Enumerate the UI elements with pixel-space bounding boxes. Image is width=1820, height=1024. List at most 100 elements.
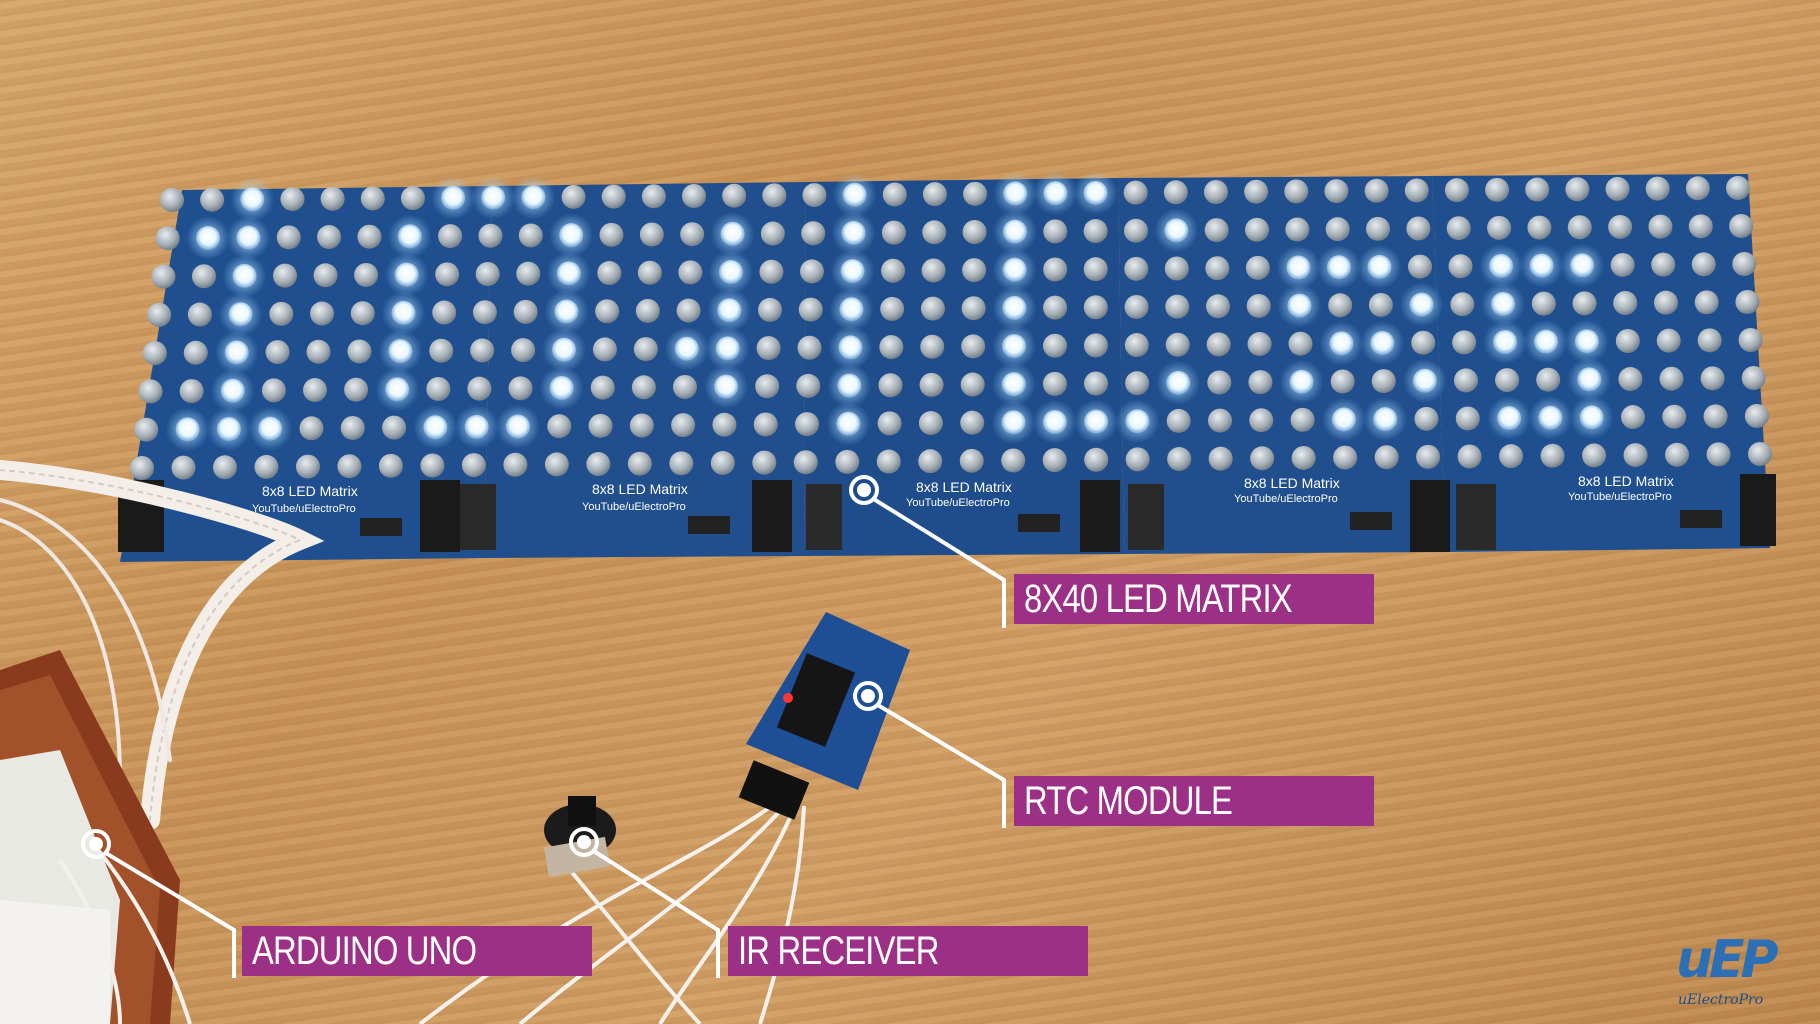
led-off xyxy=(1206,294,1230,319)
led-off xyxy=(273,263,298,288)
led-on xyxy=(1491,291,1516,316)
led-on xyxy=(552,337,577,362)
led-off xyxy=(1163,180,1188,205)
rtc-marker-ring xyxy=(853,681,883,711)
led-off xyxy=(1446,216,1471,241)
led-off xyxy=(1605,176,1630,201)
led-off xyxy=(1001,448,1026,473)
led-off xyxy=(1364,178,1389,203)
led-off xyxy=(179,379,204,404)
led-on xyxy=(720,221,745,246)
led-off xyxy=(1166,408,1191,433)
led-on xyxy=(228,302,253,327)
led-on xyxy=(175,417,200,442)
led-off xyxy=(756,336,781,361)
led-off xyxy=(921,258,946,283)
led-off xyxy=(313,263,338,288)
led-off xyxy=(1123,180,1148,205)
led-off xyxy=(1444,178,1469,203)
led-off xyxy=(142,341,167,366)
rtc-module-label: RTC MODULE xyxy=(1014,776,1374,826)
led-on xyxy=(837,373,862,398)
led-off xyxy=(1729,214,1754,238)
led-on xyxy=(385,377,410,402)
led-on xyxy=(836,411,861,436)
led-off xyxy=(878,373,903,398)
callouts xyxy=(81,475,1006,978)
led-off xyxy=(269,301,294,326)
led-off xyxy=(753,412,778,437)
led-off xyxy=(317,225,342,250)
led-off xyxy=(758,297,783,322)
led-off xyxy=(295,454,320,479)
led-on xyxy=(842,182,867,207)
led-off xyxy=(1416,444,1441,469)
led-off xyxy=(961,334,986,359)
led-off xyxy=(1656,328,1681,353)
led-off xyxy=(200,187,225,212)
led-on xyxy=(839,297,864,322)
rtc-leader-line xyxy=(874,702,1006,828)
led-on xyxy=(841,220,866,245)
led-on xyxy=(1287,293,1312,318)
pcb-title-3: 8x8 LED Matrix xyxy=(916,479,1012,495)
led-off xyxy=(1738,328,1763,352)
led-off xyxy=(138,379,163,404)
led-off xyxy=(1328,293,1353,318)
led-off xyxy=(340,415,365,440)
led-off xyxy=(881,220,906,245)
led-off xyxy=(669,451,694,476)
led-off xyxy=(1608,214,1633,239)
led-on xyxy=(1367,254,1392,279)
led-off xyxy=(1748,442,1772,466)
led-off xyxy=(467,376,492,401)
led-off xyxy=(882,182,907,207)
led-off xyxy=(627,451,652,476)
led-off xyxy=(1457,444,1482,469)
led-off xyxy=(880,296,905,321)
led-off xyxy=(1653,290,1678,315)
led-on xyxy=(1002,334,1027,359)
led-off xyxy=(835,449,860,474)
led-on xyxy=(232,263,257,288)
led-on xyxy=(1409,292,1434,317)
led-off xyxy=(1374,445,1399,470)
led-off xyxy=(1540,443,1565,468)
led-off xyxy=(1406,216,1431,241)
led-off xyxy=(475,261,500,286)
led-off xyxy=(1645,176,1670,201)
led-off xyxy=(299,416,324,441)
led-off xyxy=(472,300,497,325)
led-off xyxy=(1124,256,1149,281)
led-off xyxy=(354,262,379,287)
led-off xyxy=(1083,333,1108,358)
led-off xyxy=(1371,369,1396,394)
led-off xyxy=(561,184,586,209)
led-off xyxy=(1165,332,1190,357)
led-off xyxy=(357,224,382,249)
led-on xyxy=(1002,219,1027,244)
led-off xyxy=(350,301,375,326)
led-off xyxy=(1205,256,1230,281)
led-off xyxy=(1582,443,1607,468)
led-off xyxy=(1485,177,1510,202)
led-off xyxy=(635,298,660,323)
led-off xyxy=(382,415,407,440)
led-off xyxy=(470,338,495,363)
led-off xyxy=(1083,295,1108,320)
led-off xyxy=(503,452,528,477)
led-off xyxy=(918,411,943,436)
ir-receiver-label: IR RECEIVER xyxy=(728,926,1088,976)
led-off xyxy=(1404,178,1429,203)
led-on xyxy=(464,414,489,439)
led-off xyxy=(1333,445,1358,470)
led-on xyxy=(1329,331,1354,356)
led-off xyxy=(1291,445,1316,470)
led-off xyxy=(881,258,906,283)
led-off xyxy=(1525,177,1550,202)
led-off xyxy=(1206,332,1231,357)
led-off xyxy=(1288,331,1313,356)
led-off xyxy=(547,414,572,439)
logo-mark: uEP xyxy=(1676,930,1779,990)
led-matrix-marker-dot xyxy=(857,483,871,497)
